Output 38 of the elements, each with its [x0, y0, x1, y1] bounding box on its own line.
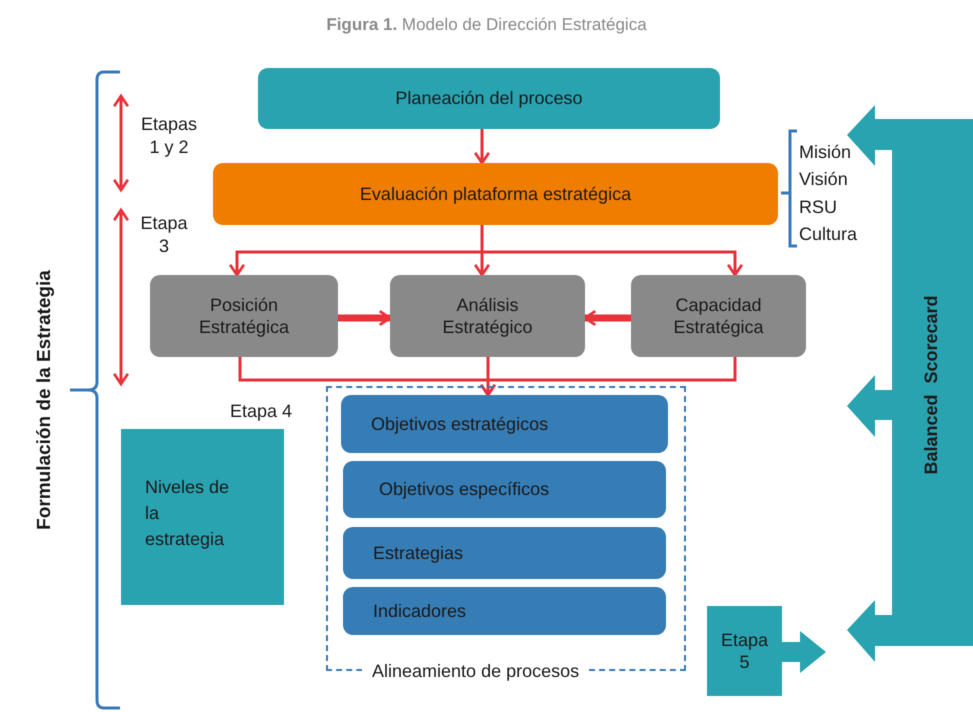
process-box: [343, 587, 666, 635]
stage-label: Etapas 1 y 2: [140, 113, 198, 158]
arrow: [480, 357, 736, 396]
box-label: Objetivos estratégicos: [370, 412, 548, 436]
box-label: Posición Estratégica: [198, 294, 290, 338]
stage-label: Etapa 4: [230, 400, 294, 422]
box-label: Objetivos específicos: [378, 478, 550, 501]
box-label: Evaluación plataforma estratégica: [360, 182, 632, 206]
box-label: Indicadores: [372, 600, 466, 622]
box-label: Estrategias: [372, 542, 464, 564]
list-item: Visión: [799, 168, 849, 190]
process-box: [258, 68, 720, 129]
process-box: [631, 275, 806, 357]
arrow: [474, 129, 490, 164]
process-box: [150, 275, 338, 357]
side-title: Formulación de la Estrategia: [33, 270, 56, 530]
process-box: [390, 275, 585, 357]
figure-title: Figura 1. Modelo de Dirección Estratégica: [325, 14, 648, 36]
process-box: [121, 429, 284, 605]
box-label: Análisis Estratégico: [441, 294, 534, 338]
stage-box: [707, 606, 782, 696]
list-item: RSU: [799, 196, 838, 218]
arrow: [338, 310, 392, 326]
box-label: Etapa 5: [720, 628, 770, 674]
stage-label: Etapa 3: [139, 212, 189, 257]
box-label: Capacidad Estratégica: [672, 294, 765, 338]
box-label: Planeación del proceso: [395, 87, 583, 110]
box-label: Niveles de la estrategia: [145, 476, 230, 552]
process-box: [341, 395, 668, 453]
list-item: Cultura: [799, 223, 858, 246]
arrow: [584, 310, 631, 326]
process-box: [343, 461, 666, 518]
arrow: [480, 225, 744, 276]
process-box: [213, 163, 778, 225]
box-label: Balanced Scorecard: [920, 295, 942, 475]
process-box: [343, 527, 666, 579]
list-item: Misión: [799, 141, 852, 164]
block-arrow: [782, 631, 826, 673]
